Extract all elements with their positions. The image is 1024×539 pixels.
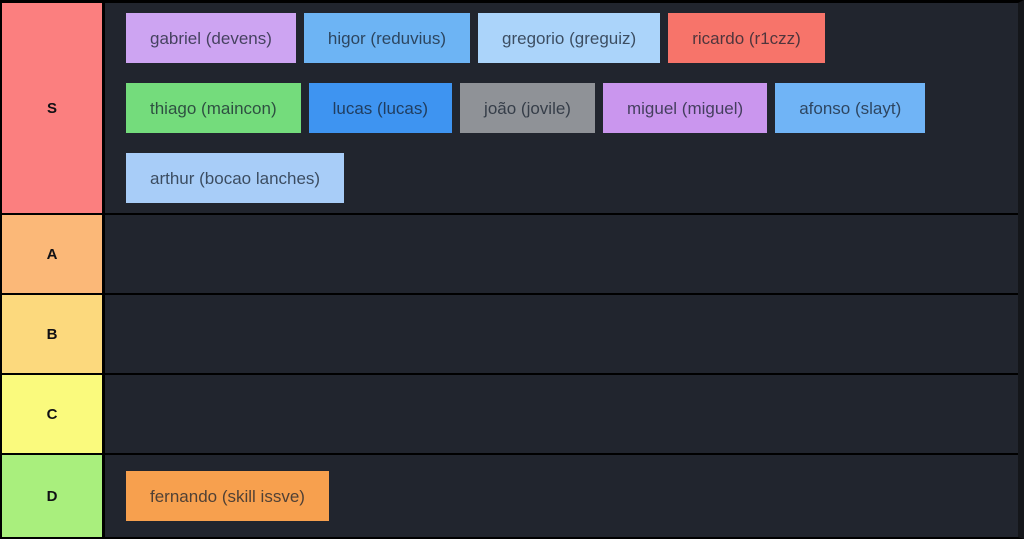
- tier-item[interactable]: arthur (bocao lanches): [126, 153, 345, 203]
- tier-item[interactable]: afonso (slayt): [775, 83, 926, 133]
- tier-label: S: [2, 3, 105, 213]
- tier-row-content[interactable]: [105, 215, 1018, 293]
- tier-item[interactable]: ricardo (r1czz): [668, 13, 825, 63]
- tier-item-line: fernando (skill issve): [126, 471, 1010, 521]
- tier-row-content[interactable]: fernando (skill issve): [105, 455, 1018, 537]
- tier-row-c: C: [2, 375, 1018, 455]
- tier-label: D: [2, 455, 105, 537]
- tier-label: B: [2, 295, 105, 373]
- tier-item[interactable]: gregorio (greguiz): [478, 13, 661, 63]
- tier-item[interactable]: lucas (lucas): [308, 83, 453, 133]
- tier-row-content[interactable]: gabriel (devens)higor (reduvius)gregorio…: [105, 3, 1018, 213]
- tier-item[interactable]: higor (reduvius): [303, 13, 471, 63]
- tier-item[interactable]: fernando (skill issve): [126, 471, 329, 521]
- tier-item[interactable]: miguel (miguel): [602, 83, 768, 133]
- tier-label: A: [2, 215, 105, 293]
- tier-row-content[interactable]: [105, 295, 1018, 373]
- tier-item-line: gabriel (devens)higor (reduvius)gregorio…: [126, 13, 1010, 63]
- tier-item-line: thiago (maincon)lucas (lucas)joão (jovil…: [126, 83, 1010, 133]
- tier-row-a: A: [2, 215, 1018, 295]
- tier-row-b: B: [2, 295, 1018, 375]
- tier-row-content[interactable]: [105, 375, 1018, 453]
- tier-item[interactable]: joão (jovile): [460, 83, 595, 133]
- tier-item[interactable]: gabriel (devens): [126, 13, 296, 63]
- tier-label: C: [2, 375, 105, 453]
- tier-item[interactable]: thiago (maincon): [126, 83, 301, 133]
- tier-item-line: arthur (bocao lanches): [126, 153, 1010, 203]
